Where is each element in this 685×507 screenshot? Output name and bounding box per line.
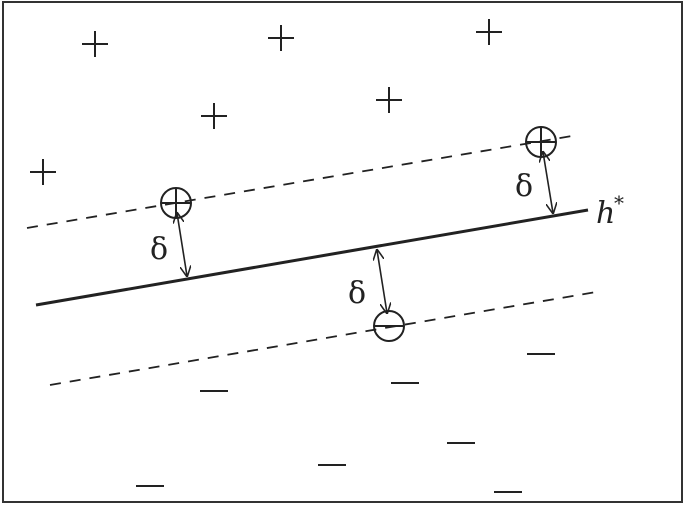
decision-boundary-line <box>35 208 589 307</box>
margin-label-left: δ <box>150 232 168 267</box>
positive-point <box>201 103 227 129</box>
support-vector-negative <box>373 310 405 342</box>
margin-arrow-bottom <box>377 250 387 313</box>
margin-label-bottom: δ <box>348 276 366 311</box>
support-vector-positive-left <box>160 187 192 219</box>
positive-point <box>82 31 108 57</box>
positive-point <box>30 159 56 185</box>
margin-arrow-right <box>543 152 553 213</box>
margin-arrow-left <box>177 213 187 276</box>
support-vector-positive-right <box>525 126 557 158</box>
positive-point <box>376 87 402 113</box>
hyperplane-label-superscript: * <box>614 191 624 215</box>
negative-margin-line <box>49 290 603 386</box>
negative-points <box>136 353 555 493</box>
positive-margin-line <box>26 134 579 229</box>
positive-point <box>476 19 502 45</box>
positive-points <box>30 19 502 185</box>
hyperplane-label: h <box>596 196 615 231</box>
positive-point <box>268 25 294 51</box>
margin-label-right: δ <box>515 169 533 204</box>
